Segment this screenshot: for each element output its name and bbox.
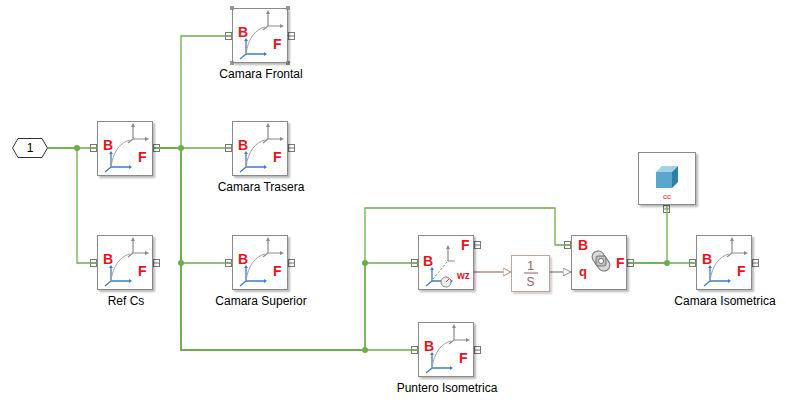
physical-connection [627, 262, 696, 263]
block-name: Camara Trasera [218, 181, 305, 193]
frame-port-label: B [578, 238, 588, 252]
sensor-output-label: wz [457, 271, 470, 281]
frame-port-label: F [737, 264, 746, 278]
joint-icon [590, 249, 612, 274]
port-number: 1 [12, 142, 48, 154]
rigid-transform-block: BFCamara Trasera [232, 121, 288, 176]
fraction-bar [524, 273, 538, 274]
physical-connection [153, 148, 232, 263]
port-ticks [91, 33, 759, 354]
physical-connection [627, 205, 667, 263]
frame-port-label: F [461, 238, 470, 252]
physical-connection [153, 148, 571, 350]
block-name: Camara Superior [215, 295, 306, 307]
selection-handles [230, 6, 290, 65]
rigid-transform-block: BF [97, 121, 153, 176]
frame-port-label: F [138, 150, 147, 164]
rigid-transform-block: BFRef Cs [97, 235, 153, 290]
inport-shape [13, 139, 48, 158]
frame-port-label: B [423, 254, 433, 268]
block-name: Puntero Isometrica [397, 382, 498, 394]
frame-port-label: F [273, 37, 282, 51]
physical-connection [153, 148, 418, 350]
rigid-transform-block: BFPuntero Isometrica [418, 322, 474, 377]
frame-port-label: F [138, 264, 147, 278]
frame-port-label: B [702, 252, 712, 266]
transfer-function: S [512, 276, 549, 288]
frame-port-label: B [238, 25, 248, 39]
joint-input-label: q [579, 265, 587, 278]
frame-port-label: B [238, 138, 248, 152]
frame-port-label: F [273, 264, 282, 278]
junction-dots [74, 145, 670, 353]
frame-port-label: F [273, 150, 282, 164]
integrator-block: 1S [511, 255, 550, 292]
physical-connection [153, 148, 418, 350]
physical-connection [153, 36, 232, 148]
frame-port-label: B [238, 252, 248, 266]
frame-port-label: B [103, 138, 113, 152]
inport-block: 1 [12, 138, 48, 158]
block-name: Camara Frontal [219, 68, 302, 80]
transfer-function: 1 [512, 260, 549, 272]
rigid-transform-block: BFCamara Frontal [232, 8, 288, 63]
rigid-transform-block: BFCamara Superior [232, 235, 288, 290]
solid-cube-icon [656, 166, 678, 188]
solid-block: cc [638, 152, 696, 205]
signal-line [550, 271, 571, 272]
frame-port-label: B [424, 339, 434, 353]
frame-label: cc [639, 193, 695, 201]
block-name: Camara Isometrica [674, 295, 775, 307]
frame-port-label: F [616, 256, 625, 270]
frame-port-label: F [459, 351, 468, 365]
rigid-transform-block: BFCamara Isometrica [696, 235, 752, 290]
frame-port-label: B [103, 252, 113, 266]
revolute-joint-block: Bq F [571, 235, 627, 290]
transform-sensor-block: B Fwz [418, 235, 474, 290]
block-name: Ref Cs [108, 295, 145, 307]
signal-line [474, 271, 511, 272]
physical-connection [48, 148, 97, 263]
